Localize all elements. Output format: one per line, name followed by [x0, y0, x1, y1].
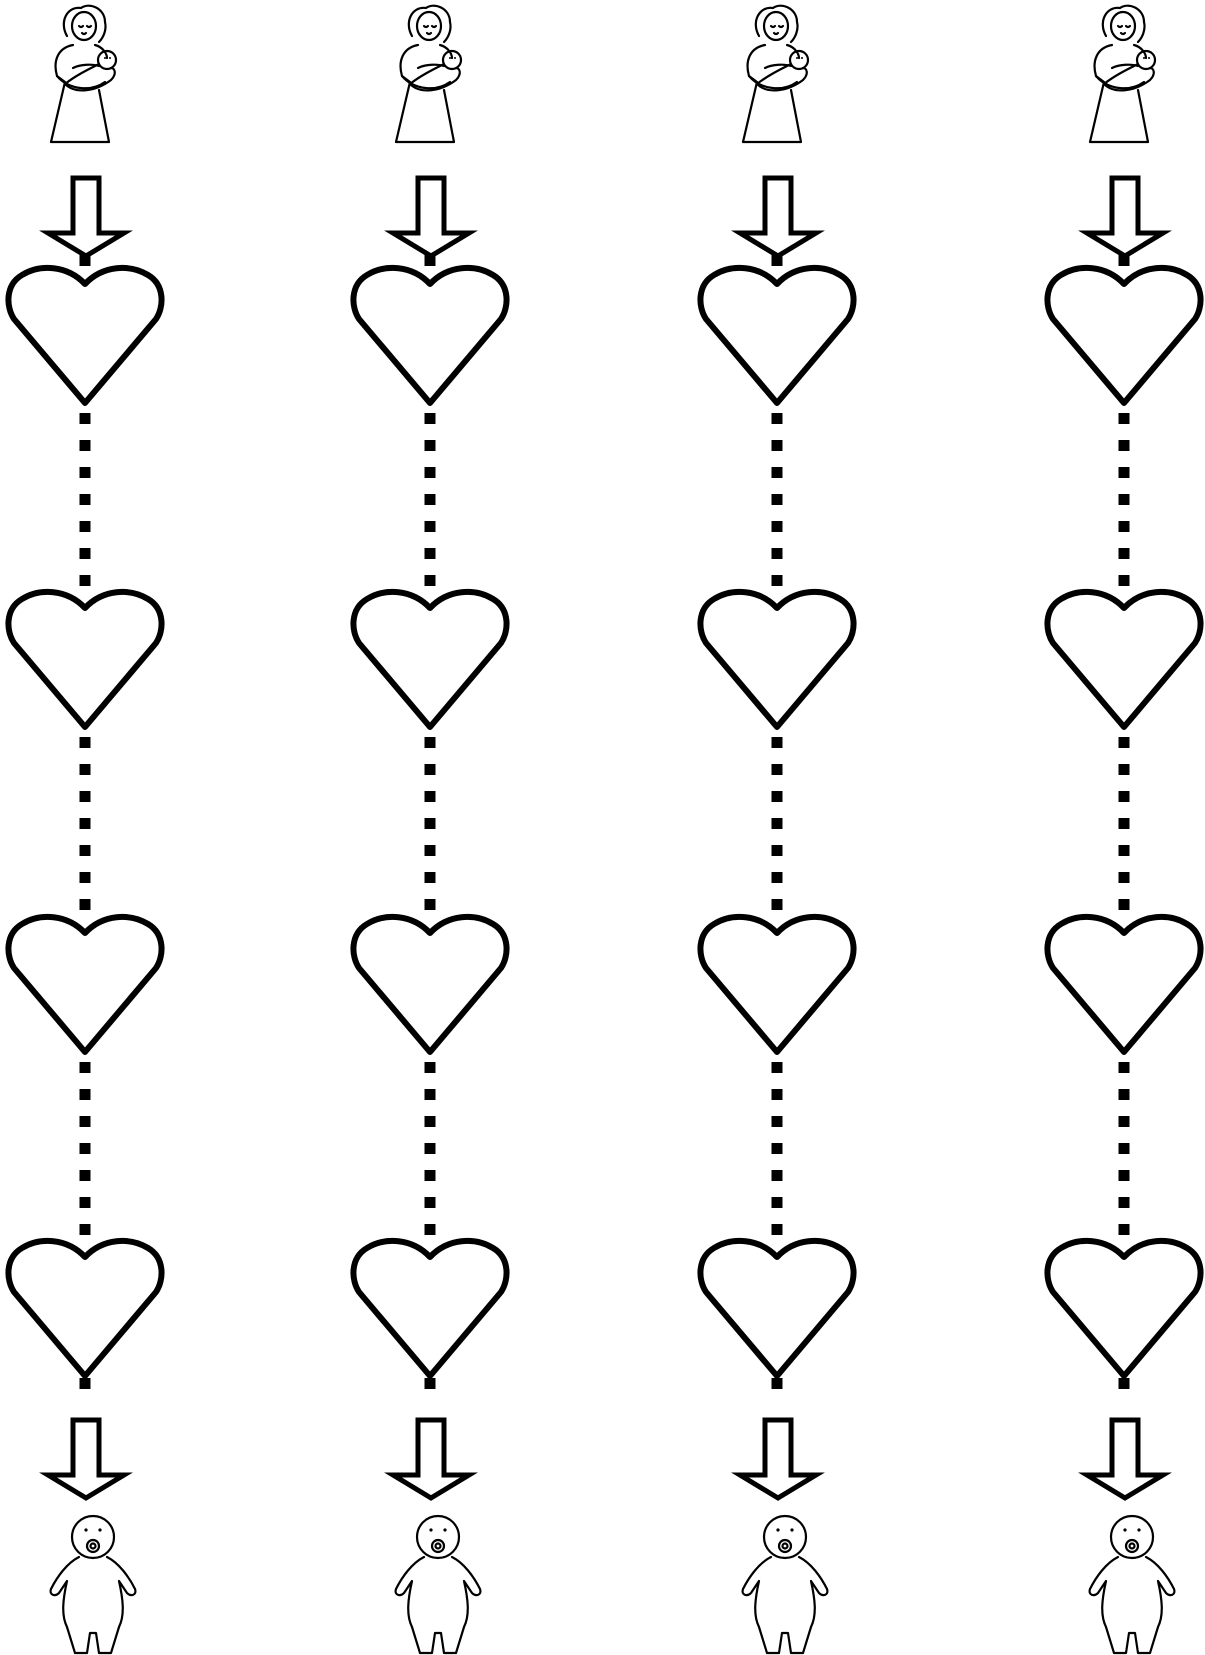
- worksheet-column-1: [8, 6, 161, 1653]
- heart-outline-icon: [700, 592, 853, 727]
- heart-outline-icon: [353, 1241, 506, 1376]
- worksheet-column-2: [353, 6, 506, 1653]
- baby-with-pacifier-icon: [51, 1516, 136, 1653]
- down-arrow-icon: [1087, 178, 1163, 256]
- down-arrow-icon: [1087, 1420, 1163, 1498]
- down-arrow-icon: [48, 178, 124, 256]
- down-arrow-icon: [48, 1420, 124, 1498]
- heart-outline-icon: [8, 1241, 161, 1376]
- mother-holding-baby-icon: [396, 6, 461, 142]
- baby-with-pacifier-icon: [743, 1516, 828, 1653]
- heart-outline-icon: [8, 592, 161, 727]
- down-arrow-icon: [393, 1420, 469, 1498]
- heart-outline-icon: [8, 268, 161, 403]
- mother-holding-baby-icon: [1090, 6, 1155, 142]
- mother-holding-baby-icon: [743, 6, 808, 142]
- mother-holding-baby-icon: [51, 6, 116, 142]
- heart-outline-icon: [1047, 1241, 1200, 1376]
- heart-outline-icon: [8, 917, 161, 1052]
- down-arrow-icon: [393, 178, 469, 256]
- heart-outline-icon: [353, 917, 506, 1052]
- heart-outline-icon: [353, 268, 506, 403]
- heart-outline-icon: [700, 1241, 853, 1376]
- worksheet-column-4: [1047, 6, 1200, 1653]
- heart-outline-icon: [700, 917, 853, 1052]
- heart-outline-icon: [1047, 592, 1200, 727]
- down-arrow-icon: [740, 178, 816, 256]
- baby-with-pacifier-icon: [1090, 1516, 1175, 1653]
- heart-outline-icon: [1047, 917, 1200, 1052]
- worksheet-column-3: [700, 6, 853, 1653]
- heart-outline-icon: [700, 268, 853, 403]
- heart-outline-icon: [1047, 268, 1200, 403]
- baby-with-pacifier-icon: [396, 1516, 481, 1653]
- down-arrow-icon: [740, 1420, 816, 1498]
- heart-outline-icon: [353, 592, 506, 727]
